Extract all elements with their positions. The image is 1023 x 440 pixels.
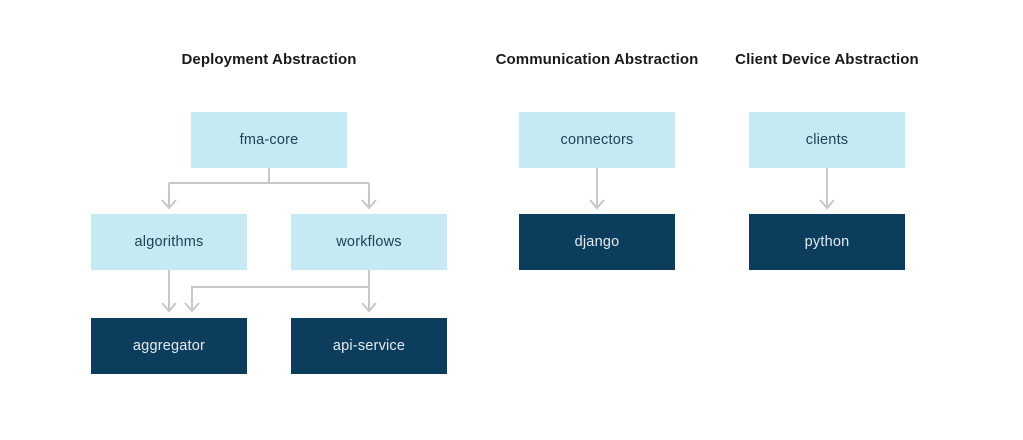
- node-algorithms: algorithms: [91, 214, 247, 270]
- section-title-deployment-abstraction: Deployment Abstraction: [181, 51, 357, 68]
- arrowhead-connectors-to-django: [589, 199, 605, 210]
- arrowhead-to-workflows: [361, 199, 377, 210]
- node-workflows: workflows: [291, 214, 447, 270]
- arrowhead-workflows-to-api-service: [361, 302, 377, 313]
- node-django: django: [519, 214, 675, 270]
- arrowhead-algorithms-to-aggregator: [161, 302, 177, 313]
- node-connectors: connectors: [519, 112, 675, 168]
- arrowhead-workflows-to-aggregator: [184, 302, 200, 313]
- section-title-client-device-abstraction: Client Device Abstraction: [735, 51, 919, 68]
- node-clients: clients: [749, 112, 905, 168]
- edge-fma-core-fanout: [168, 168, 370, 207]
- arrowhead-clients-to-python: [819, 199, 835, 210]
- node-fma-core: fma-core: [191, 112, 347, 168]
- arrowhead-to-algorithms: [161, 199, 177, 210]
- node-aggregator: aggregator: [91, 318, 247, 374]
- edge-workflows-to-aggregator: [191, 286, 369, 310]
- section-title-communication-abstraction: Communication Abstraction: [495, 51, 699, 68]
- node-api-service: api-service: [291, 318, 447, 374]
- node-python: python: [749, 214, 905, 270]
